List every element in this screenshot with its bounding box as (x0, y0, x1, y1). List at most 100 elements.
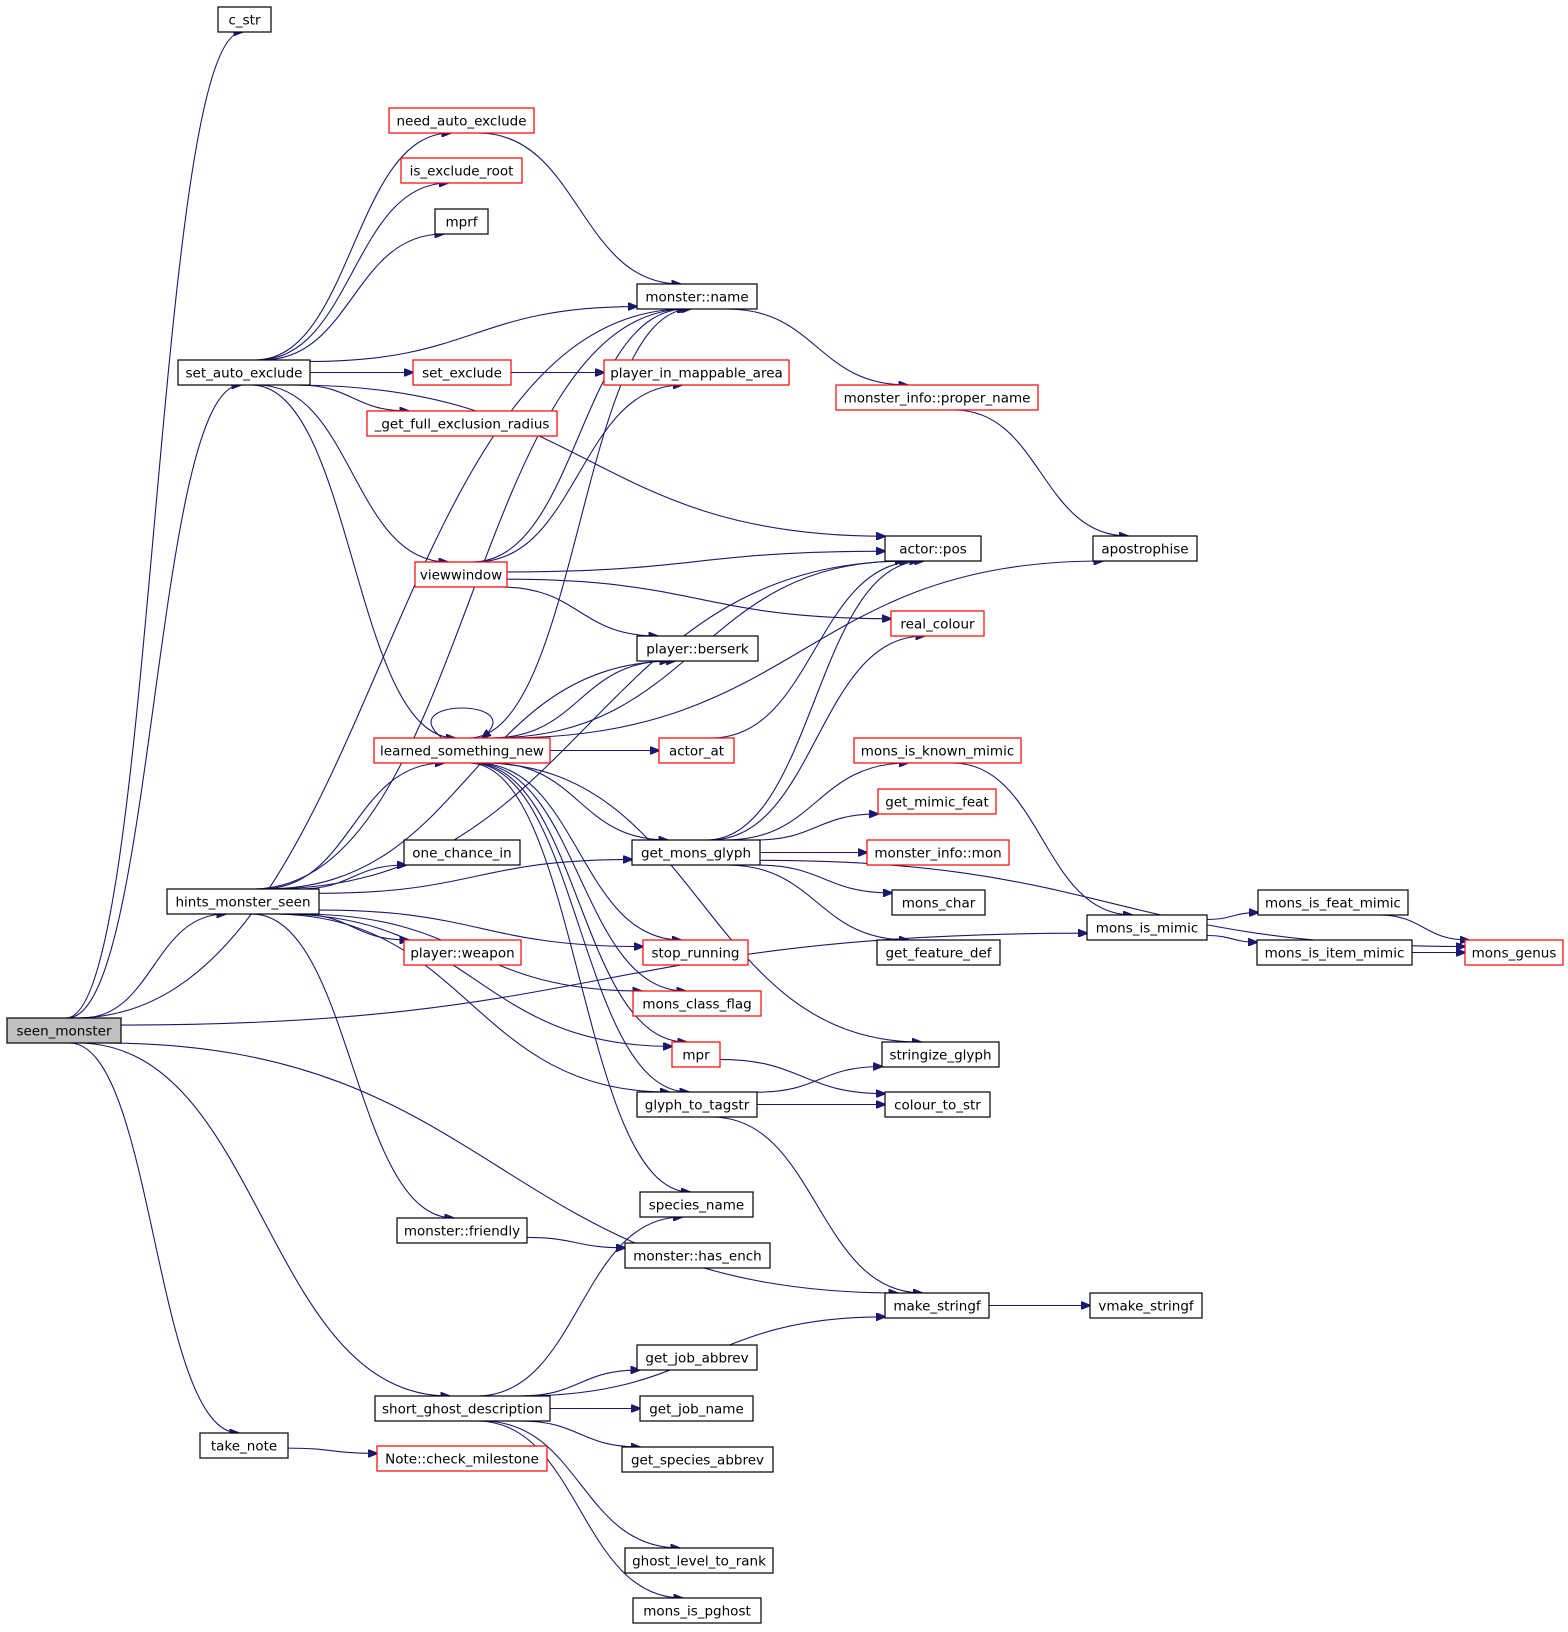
node-is-exclude-root[interactable]: is_exclude_root (400, 157, 523, 184)
node-box (658, 737, 735, 764)
node-player-in-mappable-area[interactable]: player_in_mappable_area (603, 359, 790, 386)
node-glyph-to-tagstr[interactable]: glyph_to_tagstr (636, 1091, 758, 1118)
node-label: apostrophise (1101, 542, 1188, 558)
node-box (636, 1344, 758, 1371)
node-label: take_note (211, 1439, 277, 1455)
edge-short_ghost_description-to-ghost_level_to_rank (481, 1420, 680, 1548)
node-monster-info-mon[interactable]: monster_info::mon (866, 839, 1010, 866)
node-player-weapon[interactable]: player::weapon (403, 939, 522, 966)
node-label: monster_info::mon (874, 846, 1001, 862)
node-stringize-glyph[interactable]: stringize_glyph (881, 1041, 1000, 1068)
node-mons-is-mimic[interactable]: mons_is_mimic (1086, 914, 1208, 941)
node-mons-is-feat-mimic[interactable]: mons_is_feat_mimic (1257, 889, 1409, 916)
node-monster-name[interactable]: monster::name (636, 283, 758, 310)
node-label: mons_is_known_mimic (861, 744, 1015, 760)
edge-mons_is_feat_mimic-to-mons_genus (1378, 914, 1469, 940)
node-mons-is-known-mimic[interactable]: mons_is_known_mimic (853, 737, 1022, 764)
edge-hints_monster_seen-to-get_mons_glyph (318, 859, 632, 894)
node-mons-is-item-mimic[interactable]: mons_is_item_mimic (1256, 939, 1413, 966)
edge-hints_monster_seen-to-glyph_to_tagstr (270, 913, 669, 1092)
node-one-chance-in[interactable]: one_chance_in (403, 839, 521, 866)
node-box (603, 359, 790, 386)
node-make-stringf[interactable]: make_stringf (884, 1292, 990, 1319)
node-mons-class-flag[interactable]: mons_class_flag (632, 990, 762, 1017)
node-monster-friendly[interactable]: monster::friendly (396, 1217, 528, 1244)
node-set-auto-exclude[interactable]: set_auto_exclude (177, 359, 311, 386)
node-label: glyph_to_tagstr (645, 1098, 750, 1114)
node-actor-pos[interactable]: actor::pos (884, 535, 982, 562)
node-mons-genus[interactable]: mons_genus (1464, 939, 1564, 966)
node-vmake-stringf[interactable]: vmake_stringf (1089, 1292, 1203, 1319)
node-player-berserk[interactable]: player::berserk (636, 635, 759, 662)
node-box (877, 788, 997, 815)
node-mprf[interactable]: mprf (434, 208, 489, 235)
node-colour-to-str[interactable]: colour_to_str (884, 1091, 991, 1118)
node-get-job-name[interactable]: get_job_name (639, 1395, 754, 1422)
node-species-name[interactable]: species_name (639, 1191, 754, 1218)
node-box (835, 384, 1039, 411)
node-real-colour[interactable]: real_colour (890, 610, 985, 637)
node-hints-monster-seen[interactable]: hints_monster_seen (166, 888, 320, 915)
node-stop-running[interactable]: stop_running (642, 939, 749, 966)
node-apostrophise[interactable]: apostrophise (1092, 535, 1198, 562)
node-actor-at[interactable]: actor_at (658, 737, 735, 764)
edge-get_mons_glyph-to-get_feature_def (726, 864, 908, 940)
node-label: Note::check_milestone (385, 1452, 539, 1468)
edge-seen_monster-to-make_stringf (103, 1042, 898, 1293)
node-set-exclude[interactable]: set_exclude (412, 359, 512, 386)
edge-learned_something_new-to-mpr (471, 762, 687, 1042)
node-viewwindow[interactable]: viewwindow (414, 561, 508, 588)
node-need-auto-exclude[interactable]: need_auto_exclude (388, 107, 535, 134)
node-label: need_auto_exclude (396, 114, 526, 130)
node-seen-monster[interactable]: seen_monster (6, 1017, 122, 1044)
node-label: stop_running (651, 946, 739, 962)
node-box (388, 107, 535, 134)
node-box (374, 1395, 551, 1422)
node-box (881, 1041, 1000, 1068)
node-box (1464, 939, 1564, 966)
edge-get_mons_glyph-to-real_colour (709, 636, 924, 841)
node-box (199, 1432, 289, 1459)
edge-get_mons_glyph-to-get_mimic_feat (755, 814, 878, 841)
node-box (631, 839, 761, 866)
node-label: one_chance_in (412, 846, 511, 862)
node-get-feature-def[interactable]: get_feature_def (876, 939, 1001, 966)
node-box (876, 939, 1001, 966)
node-monster-has-ench[interactable]: monster::has_ench (624, 1242, 771, 1269)
node-mons-char[interactable]: mons_char (891, 889, 986, 916)
node-box (890, 610, 985, 637)
node-get-mons-glyph[interactable]: get_mons_glyph (631, 839, 761, 866)
edge-short_ghost_description-to-get_species_abbrev (520, 1420, 640, 1447)
node-mpr[interactable]: mpr (671, 1041, 721, 1068)
node-learned-something-new[interactable]: learned_something_new (373, 737, 551, 764)
node-get-full-exclusion-radius[interactable]: _get_full_exclusion_radius (366, 410, 558, 437)
edge-short_ghost_description-to-get_job_abbrev (519, 1370, 640, 1397)
edge-viewwindow-to-actor_pos (506, 551, 885, 573)
node-monster-info-proper-name[interactable]: monster_info::proper_name (835, 384, 1039, 411)
node-ghost-level-to-rank[interactable]: ghost_level_to_rank (624, 1547, 774, 1574)
edge-learned_something_new-to-species_name (468, 762, 690, 1192)
edge-learned_something_new-to-stop_running (476, 762, 681, 940)
edge-seen_monster-to-take_note (69, 1042, 238, 1433)
node-c-str[interactable]: c_str (217, 6, 272, 33)
node-box (1256, 939, 1413, 966)
node-box (853, 737, 1022, 764)
edge-viewwindow-to-player_in_mappable_area (475, 385, 682, 563)
node-label: ghost_level_to_rank (632, 1554, 766, 1570)
node-label: get_job_name (649, 1402, 744, 1418)
edge-learned_something_new-to-monster_name (468, 309, 690, 739)
node-get-species-abbrev[interactable]: get_species_abbrev (621, 1446, 774, 1473)
edge-mons_is_mimic-to-mons_is_feat_mimic (1206, 913, 1258, 920)
node-get-job-abbrev[interactable]: get_job_abbrev (636, 1344, 758, 1371)
node-take-note[interactable]: take_note (199, 1432, 289, 1459)
node-box (177, 359, 311, 386)
node-box (400, 157, 523, 184)
node-box (1257, 889, 1409, 916)
node-note-check-milestone[interactable]: Note::check_milestone (376, 1445, 548, 1472)
node-mons-is-pghost[interactable]: mons_is_pghost (632, 1597, 762, 1624)
edge-learned_something_new-to-glyph_to_tagstr (470, 762, 688, 1092)
node-short-ghost-description[interactable]: short_ghost_description (374, 1395, 551, 1422)
node-box (403, 939, 522, 966)
node-get-mimic-feat[interactable]: get_mimic_feat (877, 788, 997, 815)
edge-hints_monster_seen-to-mpr (280, 913, 672, 1046)
